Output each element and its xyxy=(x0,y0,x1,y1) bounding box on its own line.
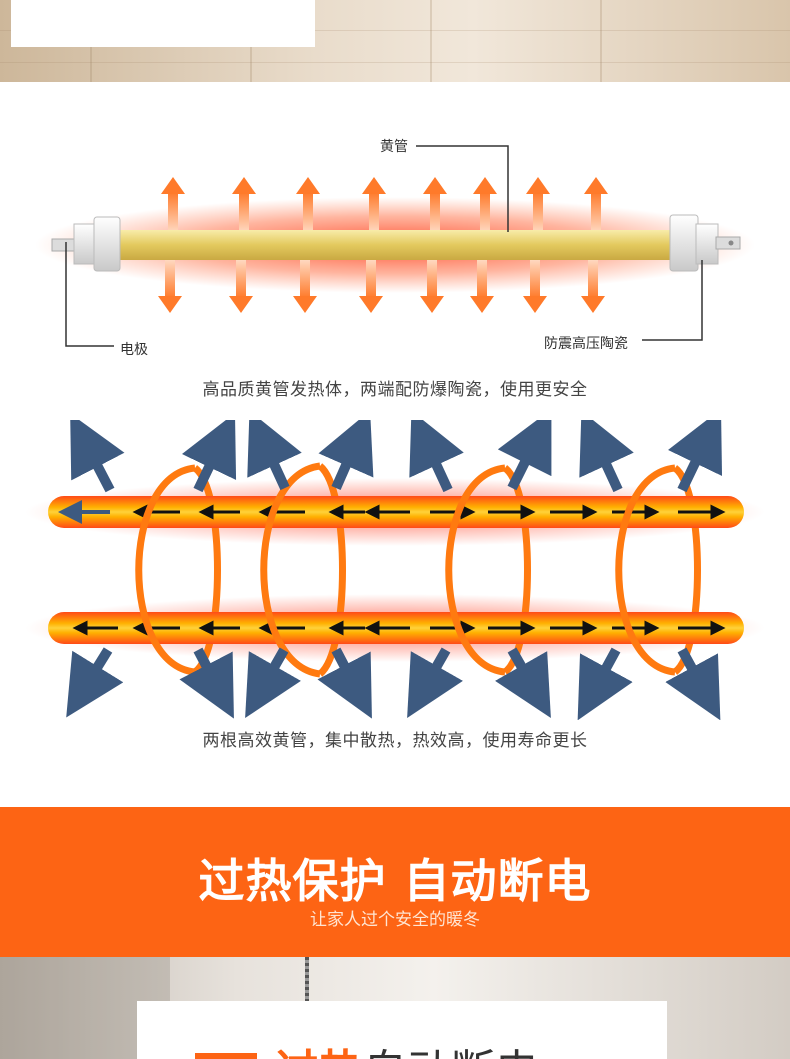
overheat-banner: 过热保护 自动断电 让家人过个安全的暖冬 xyxy=(0,807,790,957)
heat-arrows-blue-up xyxy=(70,408,723,493)
floor-plank-line xyxy=(600,0,602,82)
dual-tube-illustration xyxy=(25,408,765,721)
callout-line-electrode xyxy=(65,242,114,347)
feature-panel: 过热自动断电 xyxy=(137,1001,667,1059)
heat-arrows-blue-down xyxy=(66,647,721,721)
floor-plank-line xyxy=(0,30,790,31)
floor-photo-band xyxy=(0,0,790,82)
feature-title-highlight: 过热 xyxy=(275,1046,363,1059)
feature-title-rest: 自动断电 xyxy=(363,1046,539,1059)
feature-title: 过热自动断电 xyxy=(275,1035,539,1059)
caption-tube: 高品质黄管发热体，两端配防爆陶瓷，使用更安全 xyxy=(202,380,588,400)
accent-dash xyxy=(195,1053,257,1059)
label-electrode: 电极 xyxy=(120,342,148,358)
ceramic-end-left xyxy=(51,216,121,272)
banner-subtitle: 让家人过个安全的暖冬 xyxy=(310,910,480,930)
hanging-cord xyxy=(305,957,309,1007)
room-photo-band: 过热自动断电 xyxy=(0,957,790,1059)
label-tube: 黄管 xyxy=(380,139,408,155)
label-ceramic: 防震高压陶瓷 xyxy=(544,336,628,352)
floor-plank-line xyxy=(0,62,790,63)
floor-plank-line xyxy=(430,0,432,82)
heat-arrows-down xyxy=(158,260,605,313)
callout-line-tube xyxy=(416,145,509,232)
heat-arrows-up xyxy=(161,177,608,232)
white-card xyxy=(11,0,315,47)
callout-line-ceramic xyxy=(642,260,703,341)
heating-tube-illustration xyxy=(35,145,755,347)
banner-title: 过热保护 自动断电 xyxy=(198,854,592,908)
caption-dual-tube: 两根高效黄管，集中散热，热效高，使用寿命更长 xyxy=(202,731,588,751)
heating-tube-diagram: 黄管 电极 防震高压陶瓷 xyxy=(0,82,790,382)
dual-tube-diagram xyxy=(0,408,790,721)
ceramic-end-right xyxy=(669,214,741,272)
yellow-tube xyxy=(112,230,682,260)
